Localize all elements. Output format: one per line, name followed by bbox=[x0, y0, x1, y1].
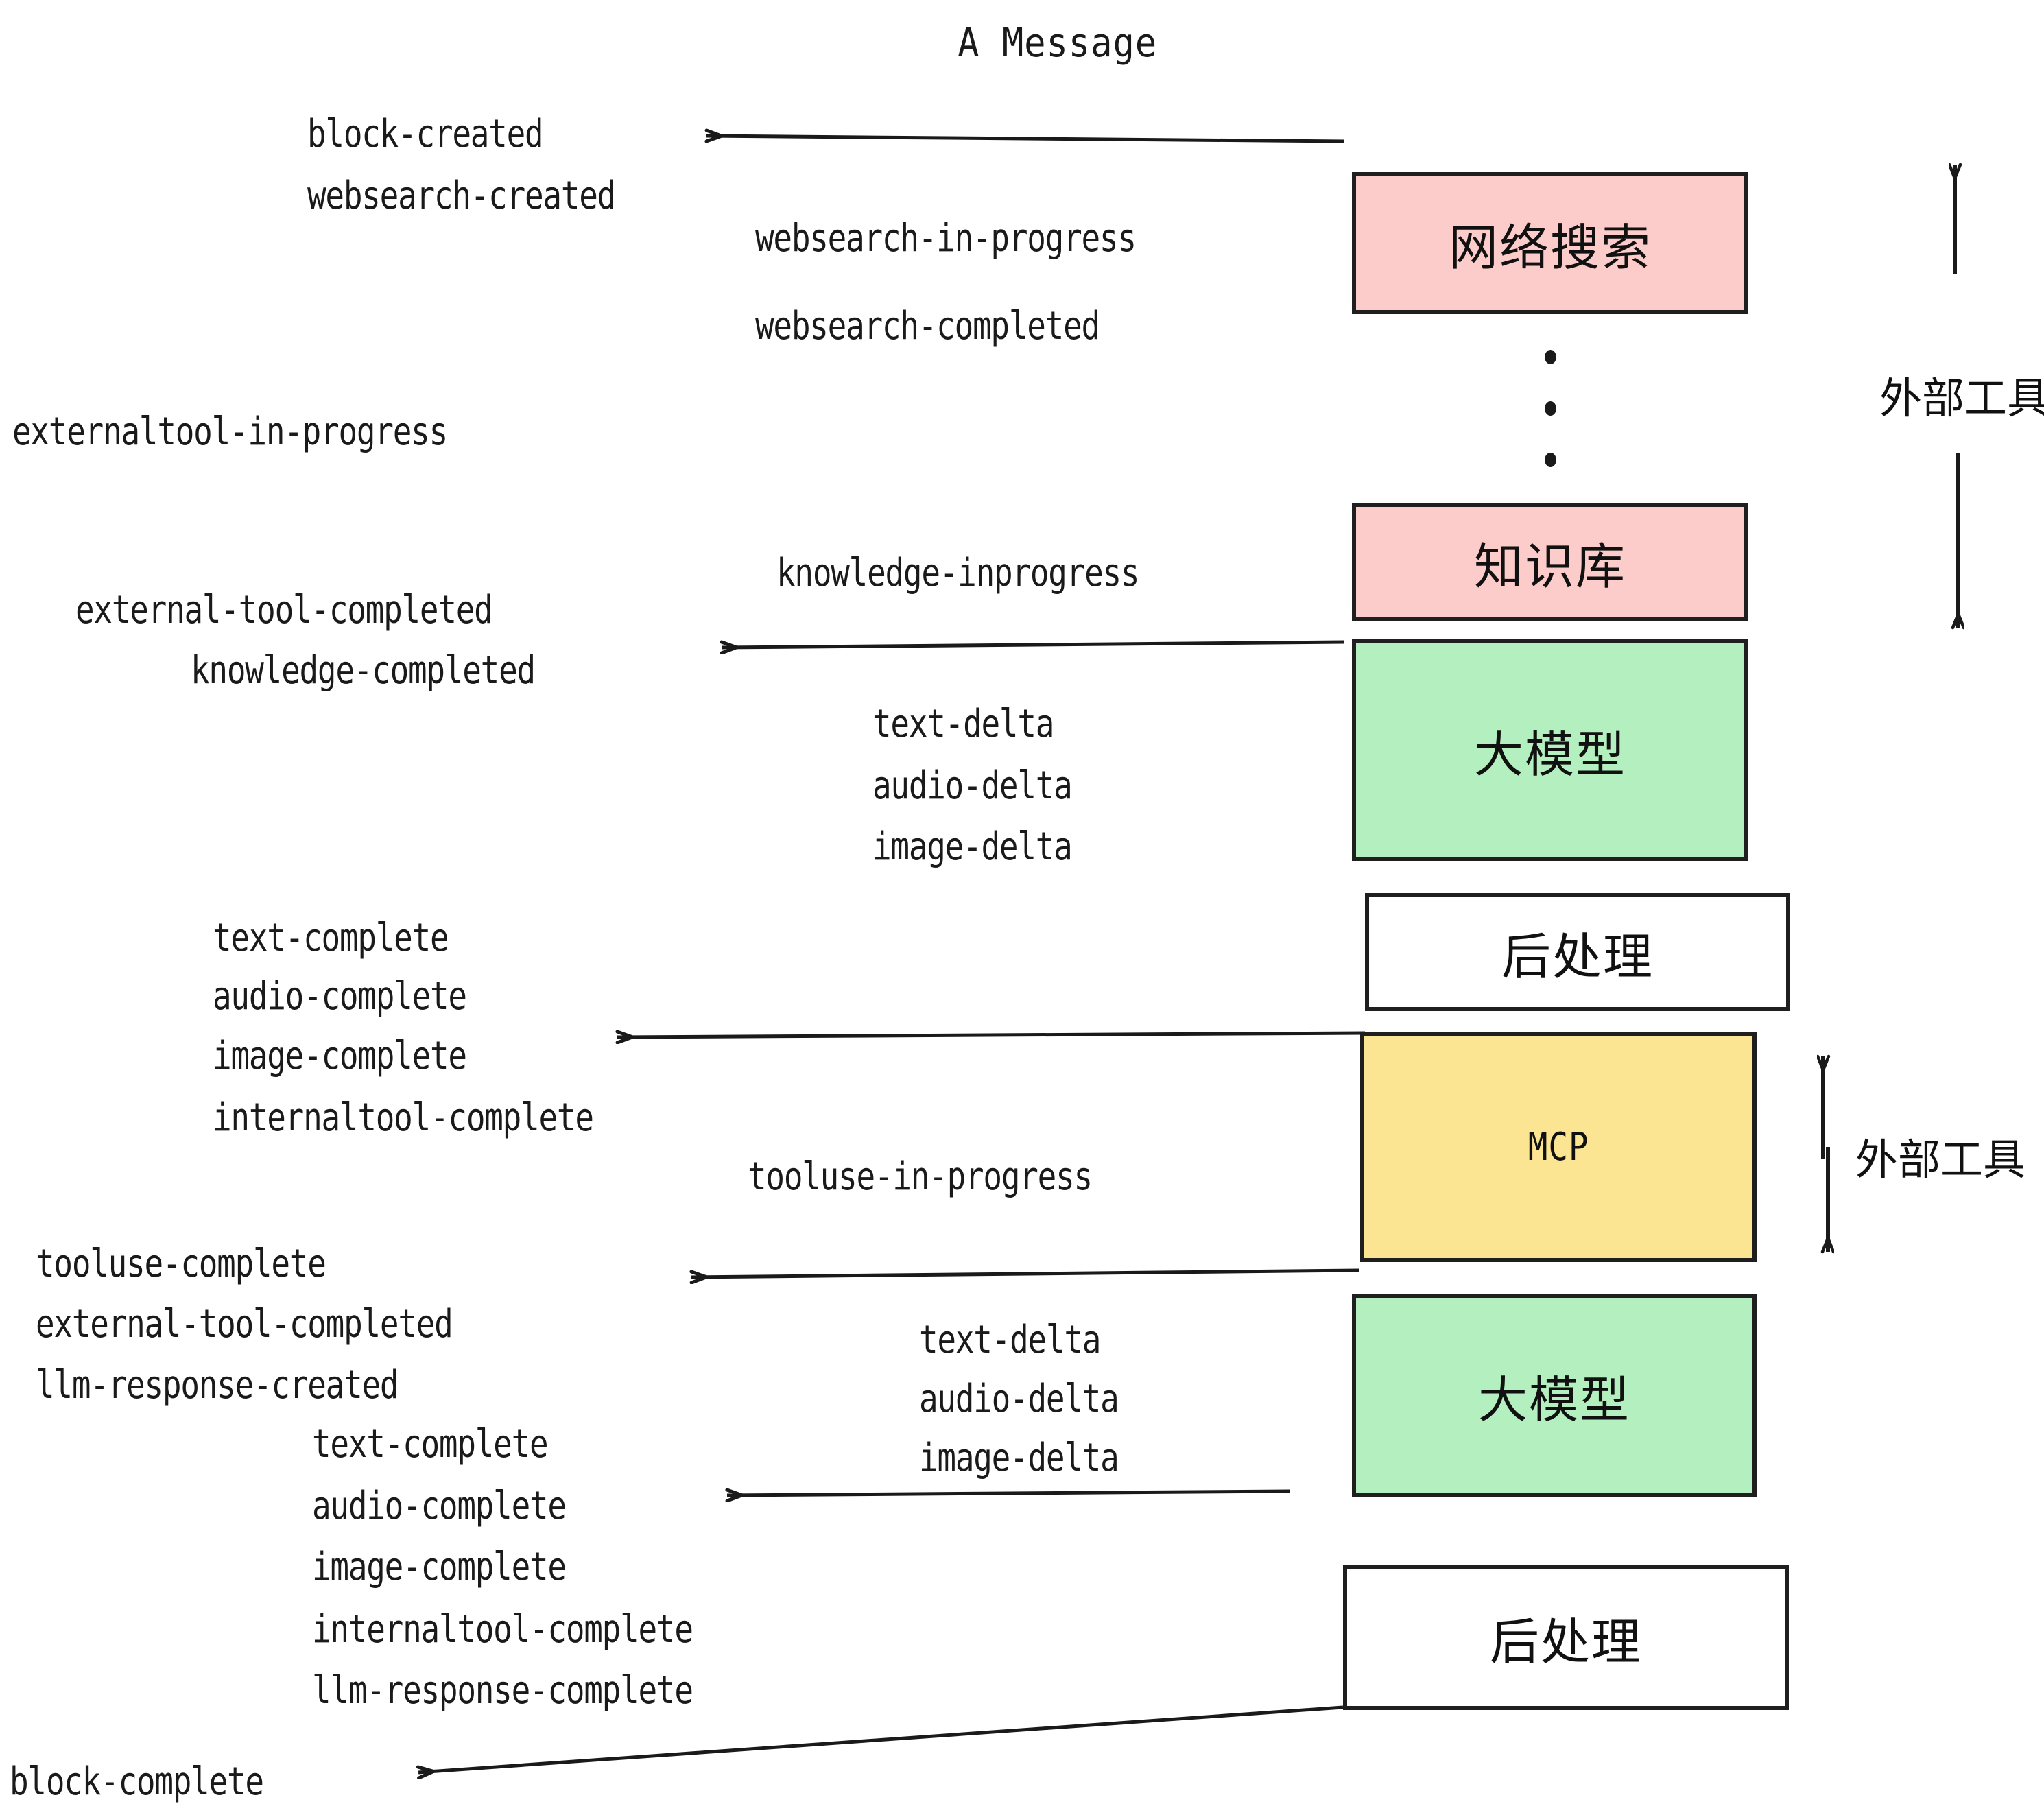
event-label-external-tool-completed-2: external-tool-completed bbox=[36, 1302, 453, 1346]
event-label-websearch-in-progress: websearch-in-progress bbox=[755, 216, 1137, 261]
box-label-llm-1: 大模型 bbox=[1473, 726, 1626, 783]
box-llm-1[interactable]: 大模型 bbox=[1352, 639, 1748, 861]
arrow-block-complete bbox=[418, 1705, 1344, 1772]
event-label-image-delta-1: image-delta bbox=[872, 824, 1073, 869]
event-label-audio-complete-2: audio-complete bbox=[312, 1484, 567, 1528]
event-label-text-delta-1: text-delta bbox=[872, 702, 1054, 746]
arrow-tooluse-complete bbox=[691, 1268, 1360, 1277]
box-label-mcp: MCP bbox=[1528, 1125, 1589, 1170]
side-label-external-tools-top: 外部工具 bbox=[1879, 373, 2044, 423]
box-knowledge[interactable]: 知识库 bbox=[1352, 503, 1748, 621]
box-llm-2[interactable]: 大模型 bbox=[1352, 1294, 1757, 1497]
event-label-audio-complete-1: audio-complete bbox=[213, 974, 467, 1019]
event-label-text-complete-1: text-complete bbox=[213, 916, 449, 960]
arrow-image-complete bbox=[617, 1033, 1366, 1037]
event-label-image-complete-2: image-complete bbox=[312, 1545, 567, 1589]
event-label-text-complete-2: text-complete bbox=[312, 1422, 549, 1467]
box-postprocess-1[interactable]: 后处理 bbox=[1365, 893, 1790, 1011]
ellipsis-dot bbox=[1545, 401, 1556, 416]
event-label-llm-response-created: llm-response-created bbox=[36, 1363, 399, 1408]
page-title: A Message bbox=[958, 19, 1158, 66]
event-label-knowledge-completed: knowledge-completed bbox=[191, 648, 536, 693]
side-label-external-tools-bottom: 外部工具 bbox=[1855, 1135, 2026, 1185]
event-label-audio-delta-2: audio-delta bbox=[919, 1377, 1119, 1421]
event-label-externaltool-in-progress: externaltool-in-progress bbox=[12, 410, 448, 454]
event-label-block-created: block-created bbox=[307, 112, 544, 156]
ellipsis-dot bbox=[1545, 453, 1556, 467]
arrow-audio-complete bbox=[727, 1491, 1290, 1495]
event-label-knowledge-inprogress: knowledge-inprogress bbox=[776, 551, 1140, 595]
arrow-block-created bbox=[706, 136, 1345, 143]
event-label-image-delta-2: image-delta bbox=[919, 1436, 1119, 1480]
event-label-external-tool-completed-1: external-tool-completed bbox=[75, 588, 493, 632]
event-label-websearch-completed: websearch-completed bbox=[755, 304, 1100, 348]
vertical-ellipsis bbox=[1545, 350, 1556, 467]
box-label-postprocess-1: 后处理 bbox=[1501, 927, 1654, 986]
box-label-llm-2: 大模型 bbox=[1477, 1370, 1630, 1429]
event-label-audio-delta-1: audio-delta bbox=[872, 763, 1073, 808]
event-label-block-complete: block-complete bbox=[10, 1759, 264, 1804]
box-label-knowledge: 知识库 bbox=[1473, 537, 1626, 595]
event-label-text-delta-2: text-delta bbox=[919, 1318, 1101, 1362]
event-label-tooluse-complete: tooluse-complete bbox=[36, 1242, 326, 1286]
box-label-websearch: 网络搜索 bbox=[1448, 219, 1652, 276]
box-websearch[interactable]: 网络搜索 bbox=[1352, 172, 1748, 314]
event-label-internaltool-complete-1: internaltool-complete bbox=[213, 1095, 594, 1140]
ellipsis-dot bbox=[1545, 350, 1556, 364]
event-label-llm-response-complete: llm-response-complete bbox=[312, 1668, 693, 1713]
event-label-image-complete-1: image-complete bbox=[213, 1034, 467, 1078]
box-postprocess-2[interactable]: 后处理 bbox=[1343, 1565, 1789, 1710]
arrow-knowledge bbox=[722, 640, 1345, 648]
event-label-websearch-created: websearch-created bbox=[307, 174, 616, 218]
event-label-tooluse-in-progress: tooluse-in-progress bbox=[748, 1154, 1093, 1199]
box-label-postprocess-2: 后处理 bbox=[1489, 1613, 1642, 1671]
box-mcp[interactable]: MCP bbox=[1360, 1032, 1757, 1262]
event-label-internaltool-complete-2: internaltool-complete bbox=[312, 1607, 693, 1652]
